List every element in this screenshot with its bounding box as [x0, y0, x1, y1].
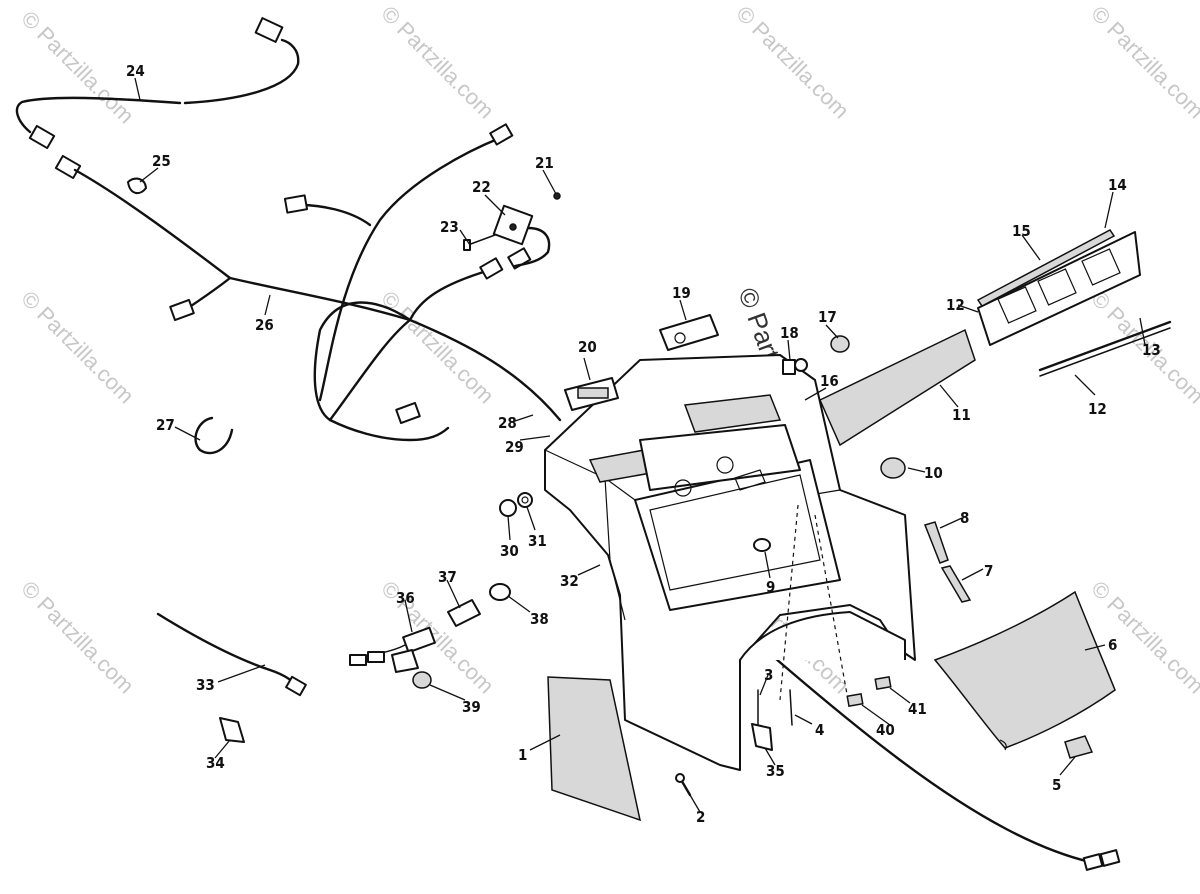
decal-5	[1064, 735, 1094, 759]
watermark: © Partzilla.com	[376, 1, 499, 124]
callout-13: 13	[1142, 341, 1161, 359]
callout-10: 10	[924, 464, 943, 482]
callout-18: 18	[780, 324, 799, 342]
callout-12a: 12	[946, 296, 965, 314]
callout-19: 19	[672, 284, 691, 302]
watermark: © Partzilla.com	[16, 6, 139, 129]
switch-plates	[564, 314, 719, 411]
callout-3: 3	[764, 666, 773, 684]
watermark: © Partzilla.com	[376, 286, 499, 409]
bracket-8	[924, 521, 949, 564]
bracket-7	[940, 565, 972, 603]
cable-33	[156, 612, 307, 743]
leader-lines	[134, 77, 1146, 813]
callout-35: 35	[766, 762, 785, 780]
watermark: © Partzilla.com	[16, 576, 139, 699]
wiring-harness	[15, 17, 1121, 871]
callout-39: 39	[462, 698, 481, 716]
callout-27: 27	[156, 416, 175, 434]
watermark: © Partzilla.com	[376, 576, 499, 699]
callout-9: 9	[766, 578, 775, 596]
callout-7: 7	[984, 562, 993, 580]
callout-26: 26	[255, 316, 274, 334]
decal-40	[846, 692, 864, 708]
callout-31: 31	[528, 532, 547, 550]
callout-23: 23	[440, 218, 459, 236]
callout-17: 17	[818, 308, 837, 326]
callout-22: 22	[472, 178, 491, 196]
decal-41	[874, 675, 892, 691]
cover-6	[933, 590, 1116, 751]
gauge-panel	[819, 229, 1172, 447]
callout-34: 34	[206, 754, 225, 772]
watermark: © Partzilla.com	[16, 286, 139, 409]
callout-36: 36	[396, 589, 415, 607]
callout-11: 11	[952, 406, 971, 424]
callout-32: 32	[560, 572, 579, 590]
relay-assembly	[463, 192, 561, 268]
callout-33: 33	[196, 676, 215, 694]
callout-28: 28	[498, 414, 517, 432]
callout-15: 15	[1012, 222, 1031, 240]
callout-2: 2	[696, 808, 705, 826]
callout-25: 25	[152, 152, 171, 170]
callout-1: 1	[518, 746, 527, 764]
callout-21: 21	[535, 154, 554, 172]
callout-4: 4	[815, 721, 824, 739]
callout-40: 40	[876, 721, 895, 739]
callout-30: 30	[500, 542, 519, 560]
callout-6: 6	[1108, 636, 1117, 654]
callout-29: 29	[505, 438, 524, 456]
small-fittings	[499, 335, 906, 552]
callout-37: 37	[438, 568, 457, 586]
callout-12b: 12	[1088, 400, 1107, 418]
callout-20: 20	[578, 338, 597, 356]
callout-41: 41	[908, 700, 927, 718]
callout-5: 5	[1052, 776, 1061, 794]
callout-labels: 1 2 3 4 5 6 7 8 9 10 11 12 12 13 14 15 1…	[126, 62, 1161, 826]
callout-14: 14	[1108, 176, 1127, 194]
panel-1	[547, 676, 642, 822]
callout-8: 8	[960, 509, 969, 527]
lamp-assembly	[349, 583, 511, 689]
callout-16: 16	[820, 372, 839, 390]
screws-clips	[675, 689, 793, 797]
watermark: © Partzilla.com	[731, 1, 854, 124]
small-clamps	[127, 177, 234, 455]
callout-24: 24	[126, 62, 145, 80]
watermark: © Partzilla.com	[1086, 1, 1200, 124]
callout-38: 38	[530, 610, 549, 628]
watermarks: © Partzilla.com © Partzilla.com © Partzi…	[16, 1, 1200, 699]
console-body	[544, 354, 916, 771]
